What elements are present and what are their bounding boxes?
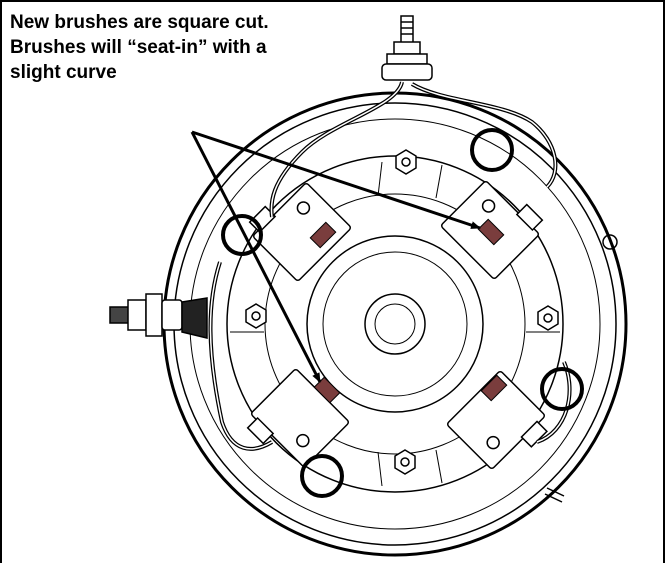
carbon-brushes — [309, 218, 508, 404]
spring-marker-right — [540, 367, 584, 411]
screw-right — [537, 305, 559, 331]
housing-marks — [544, 234, 618, 503]
callout-line-1: New brushes are square cut. — [10, 12, 269, 33]
brush-bottom-right — [480, 374, 508, 402]
housing-inner-rim — [189, 118, 601, 530]
spring-markers — [221, 128, 584, 498]
callout-line-2: Brushes will “seat-in” with a — [10, 37, 267, 58]
brush-holder-top-left — [248, 182, 352, 282]
plate-screws — [245, 149, 559, 475]
screw-top — [395, 149, 417, 175]
brush-plate — [226, 155, 564, 493]
brush-holder-bottom-right — [446, 370, 548, 470]
spring-marker-top — [470, 128, 514, 172]
callout-arrow-upper — [191, 130, 481, 230]
spring-marker-bottom — [300, 454, 344, 498]
spring-marker-left — [221, 214, 263, 256]
callout-arrows — [190, 130, 481, 383]
screw-left — [245, 303, 267, 329]
brush-top-left — [309, 221, 337, 249]
brush-top-right — [477, 218, 505, 246]
brush-holders — [246, 180, 548, 470]
screw-bottom — [394, 449, 416, 475]
shaft-bearing — [364, 293, 426, 355]
top-terminal — [381, 15, 433, 81]
left-terminal — [109, 293, 208, 339]
lead-wires — [208, 81, 572, 451]
brush-holder-bottom-left — [246, 368, 350, 468]
callout-text: New brushes are square cut. Brushes will… — [10, 10, 269, 85]
callout-arrow-lower — [190, 131, 322, 383]
callout-line-3: slight curve — [10, 62, 117, 83]
